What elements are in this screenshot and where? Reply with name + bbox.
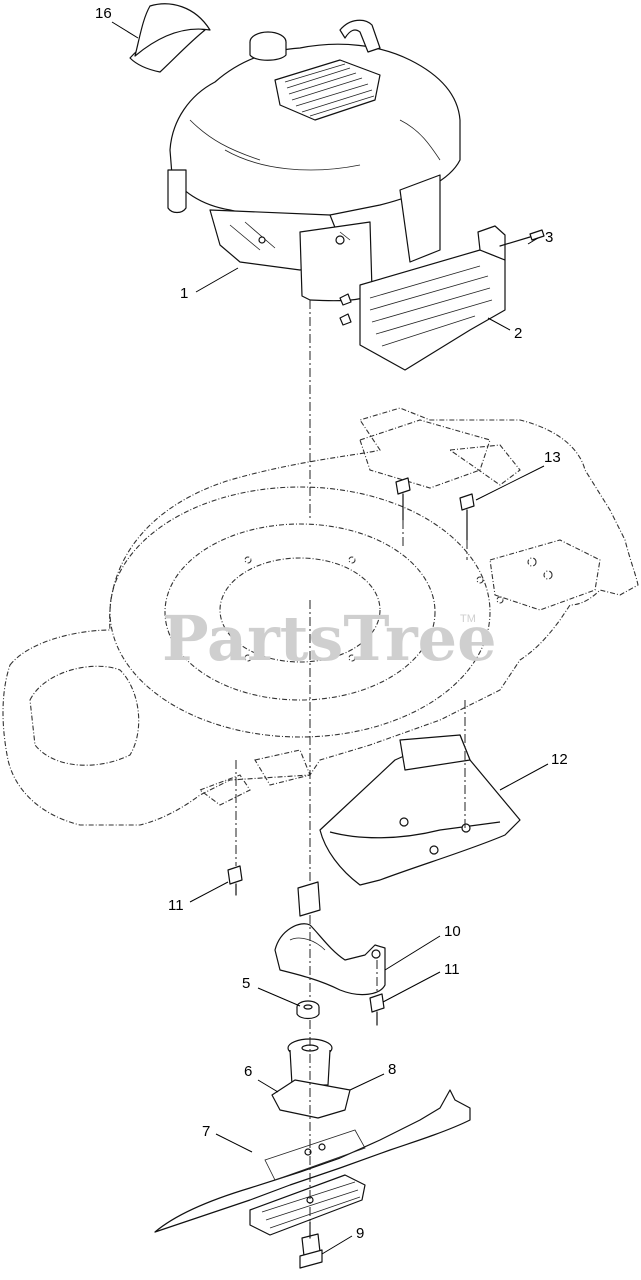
- part-13-bolts[interactable]: [395, 477, 475, 541]
- callout-11-right: 11: [444, 961, 460, 978]
- callout-6: 6: [244, 1063, 252, 1080]
- callout-5: 5: [242, 975, 250, 992]
- callout-2: 2: [514, 325, 522, 342]
- callout-1: 1: [180, 285, 188, 302]
- part-2-muffler-guard[interactable]: [359, 225, 506, 371]
- part-16-decal[interactable]: [129, 3, 211, 73]
- watermark-text: PartsTree: [162, 602, 497, 675]
- part-9-bolt[interactable]: [299, 1221, 323, 1269]
- part-11-bolt-right[interactable]: [369, 993, 385, 1026]
- part-1-engine[interactable]: [167, 19, 461, 302]
- part-12-baffle[interactable]: [319, 734, 521, 886]
- part-3-screw[interactable]: [499, 229, 545, 247]
- callout-16: 16: [95, 5, 112, 22]
- callout-12: 12: [551, 751, 568, 768]
- callout-labels: 16 3 1 2 13 12 11 10 11 5 6 7 8 9: [95, 5, 568, 1242]
- callout-10: 10: [444, 923, 461, 940]
- part-8-plate[interactable]: [249, 1174, 366, 1236]
- assembly-centerlines: [235, 300, 468, 1240]
- callout-3: 3: [545, 229, 553, 246]
- part-5-nut[interactable]: [296, 1000, 320, 1020]
- part-7-blade[interactable]: [154, 1089, 471, 1233]
- callout-11-left: 11: [168, 897, 184, 914]
- callout-7: 7: [202, 1123, 210, 1140]
- guard-screws: [339, 293, 352, 326]
- part-6-adapter[interactable]: [271, 1038, 351, 1119]
- leader-lines: [111, 21, 549, 1255]
- watermark-tm: TM: [460, 613, 476, 625]
- callout-9: 9: [356, 1225, 364, 1242]
- part-10-bracket[interactable]: [274, 881, 386, 996]
- watermark: PartsTree TM: [162, 602, 497, 675]
- callout-8: 8: [388, 1061, 396, 1078]
- callout-13: 13: [544, 449, 561, 466]
- part-11-bolt-left[interactable]: [227, 865, 243, 896]
